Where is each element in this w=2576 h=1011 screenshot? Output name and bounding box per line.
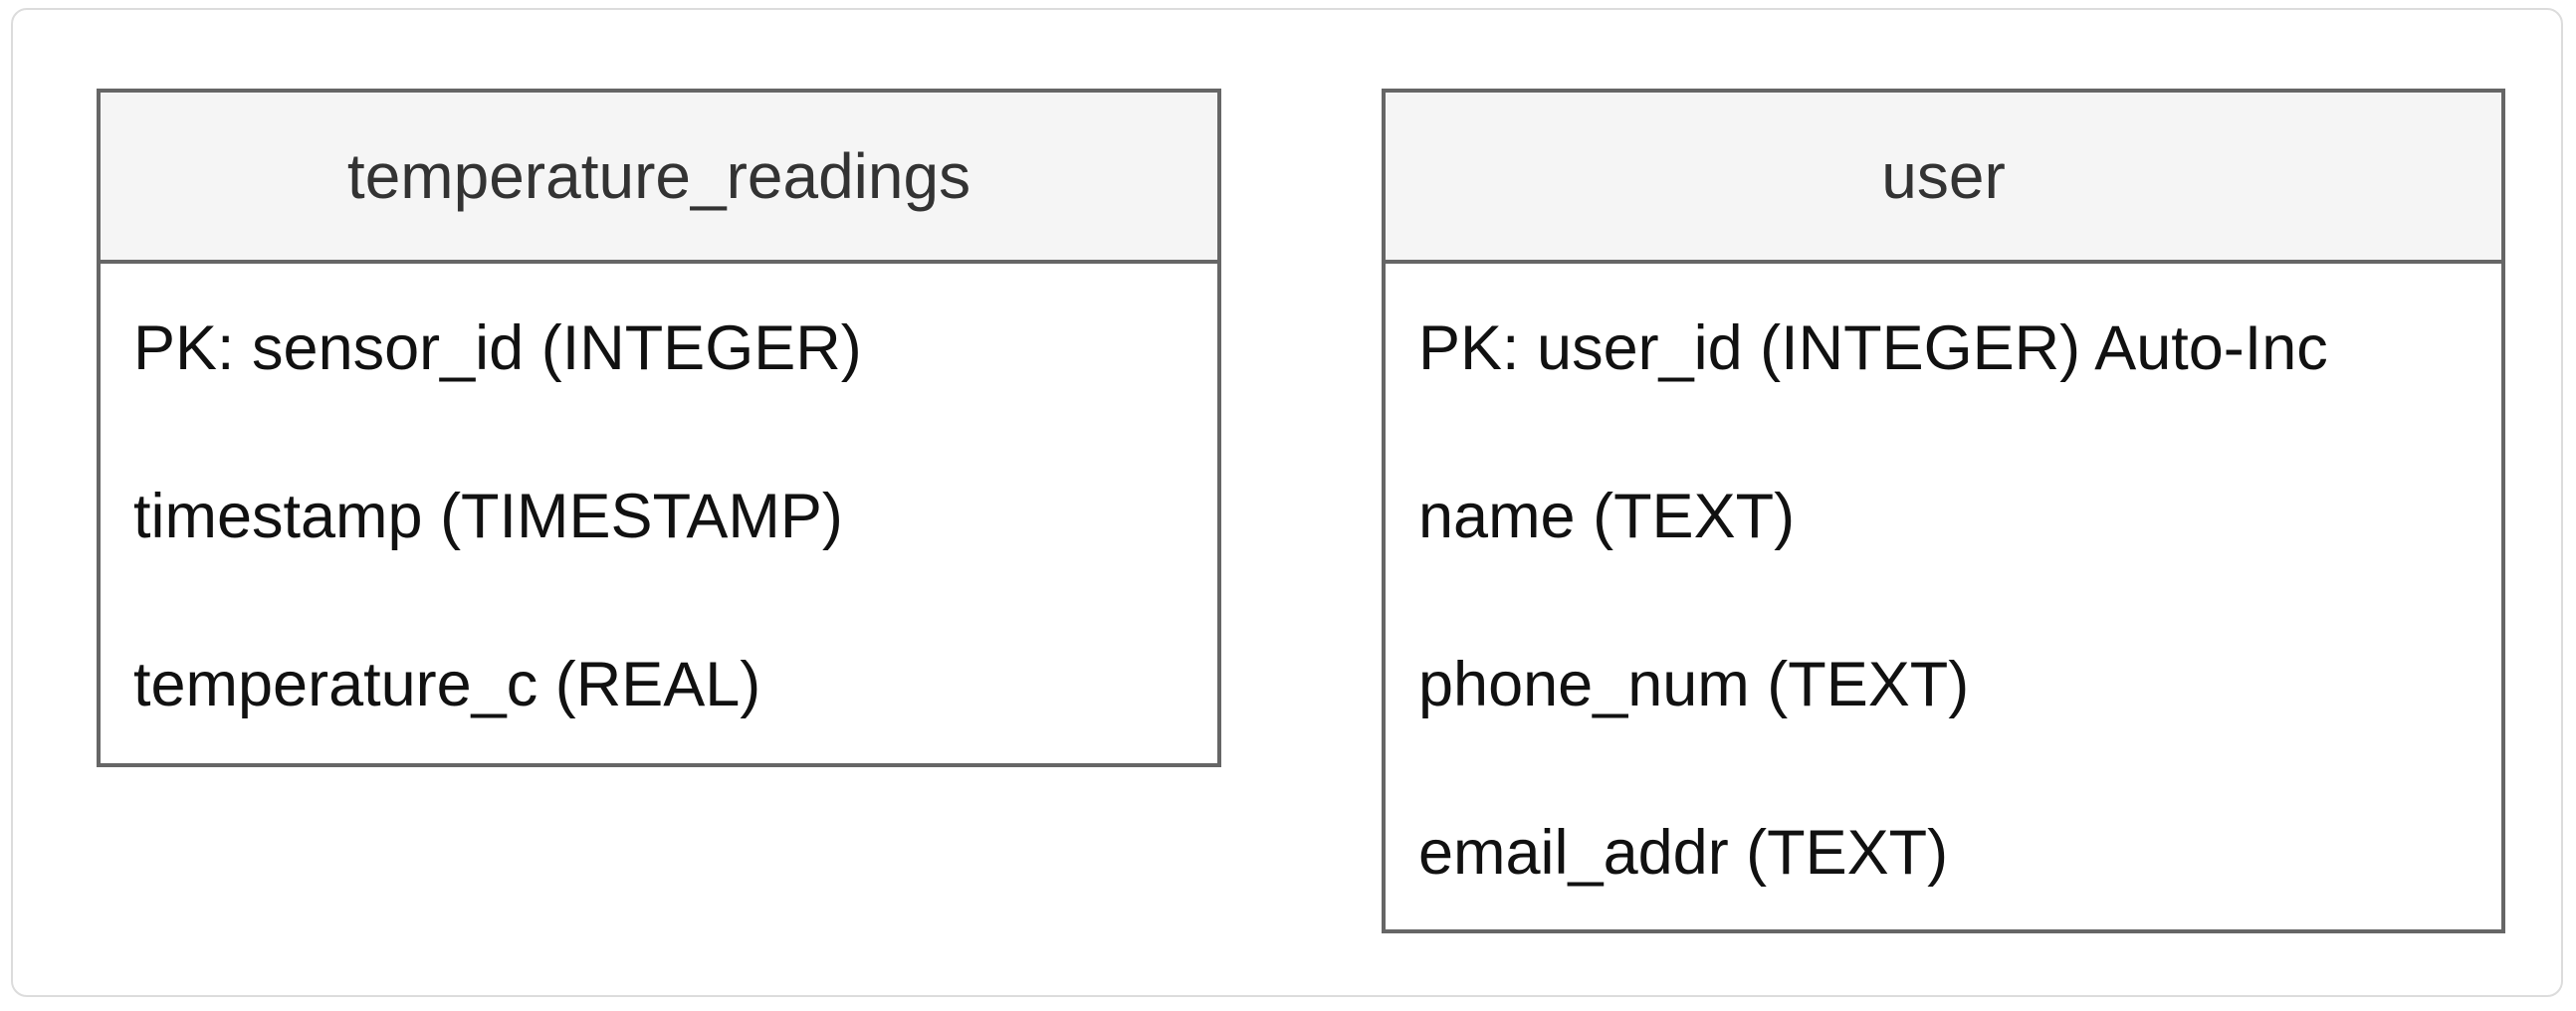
field-timestamp: timestamp (TIMESTAMP)	[133, 481, 843, 551]
entity-title: user	[1386, 93, 2501, 264]
entity-temperature-readings[interactable]: temperature_readings PK: sensor_id (INTE…	[97, 89, 1221, 767]
field-temperature-c: temperature_c (REAL)	[133, 649, 761, 719]
field-user-id: PK: user_id (INTEGER) Auto-Inc	[1418, 312, 2328, 383]
field-sensor-id: PK: sensor_id (INTEGER)	[133, 312, 862, 383]
field-phone-num: phone_num (TEXT)	[1418, 649, 1970, 719]
diagram-canvas: temperature_readings PK: sensor_id (INTE…	[11, 8, 2563, 997]
entity-user[interactable]: user PK: user_id (INTEGER) Auto-Inc name…	[1382, 89, 2505, 933]
field-email-addr: email_addr (TEXT)	[1418, 817, 1949, 888]
field-name: name (TEXT)	[1418, 481, 1796, 551]
entity-title: temperature_readings	[101, 93, 1217, 264]
